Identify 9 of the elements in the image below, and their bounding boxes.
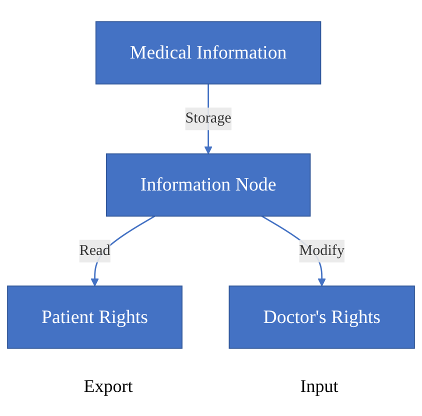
node-box: Information Node bbox=[106, 153, 311, 217]
node-box: Patient Rights bbox=[7, 286, 182, 349]
node-box: Doctor's Rights bbox=[228, 286, 415, 349]
edge-label: Modify bbox=[299, 242, 344, 259]
note-text: Input bbox=[300, 376, 338, 397]
node-box: Medical Information bbox=[95, 21, 322, 84]
edge-label: Storage bbox=[185, 110, 232, 126]
edge-label: Read bbox=[79, 242, 110, 259]
note-text: Export bbox=[84, 376, 133, 397]
